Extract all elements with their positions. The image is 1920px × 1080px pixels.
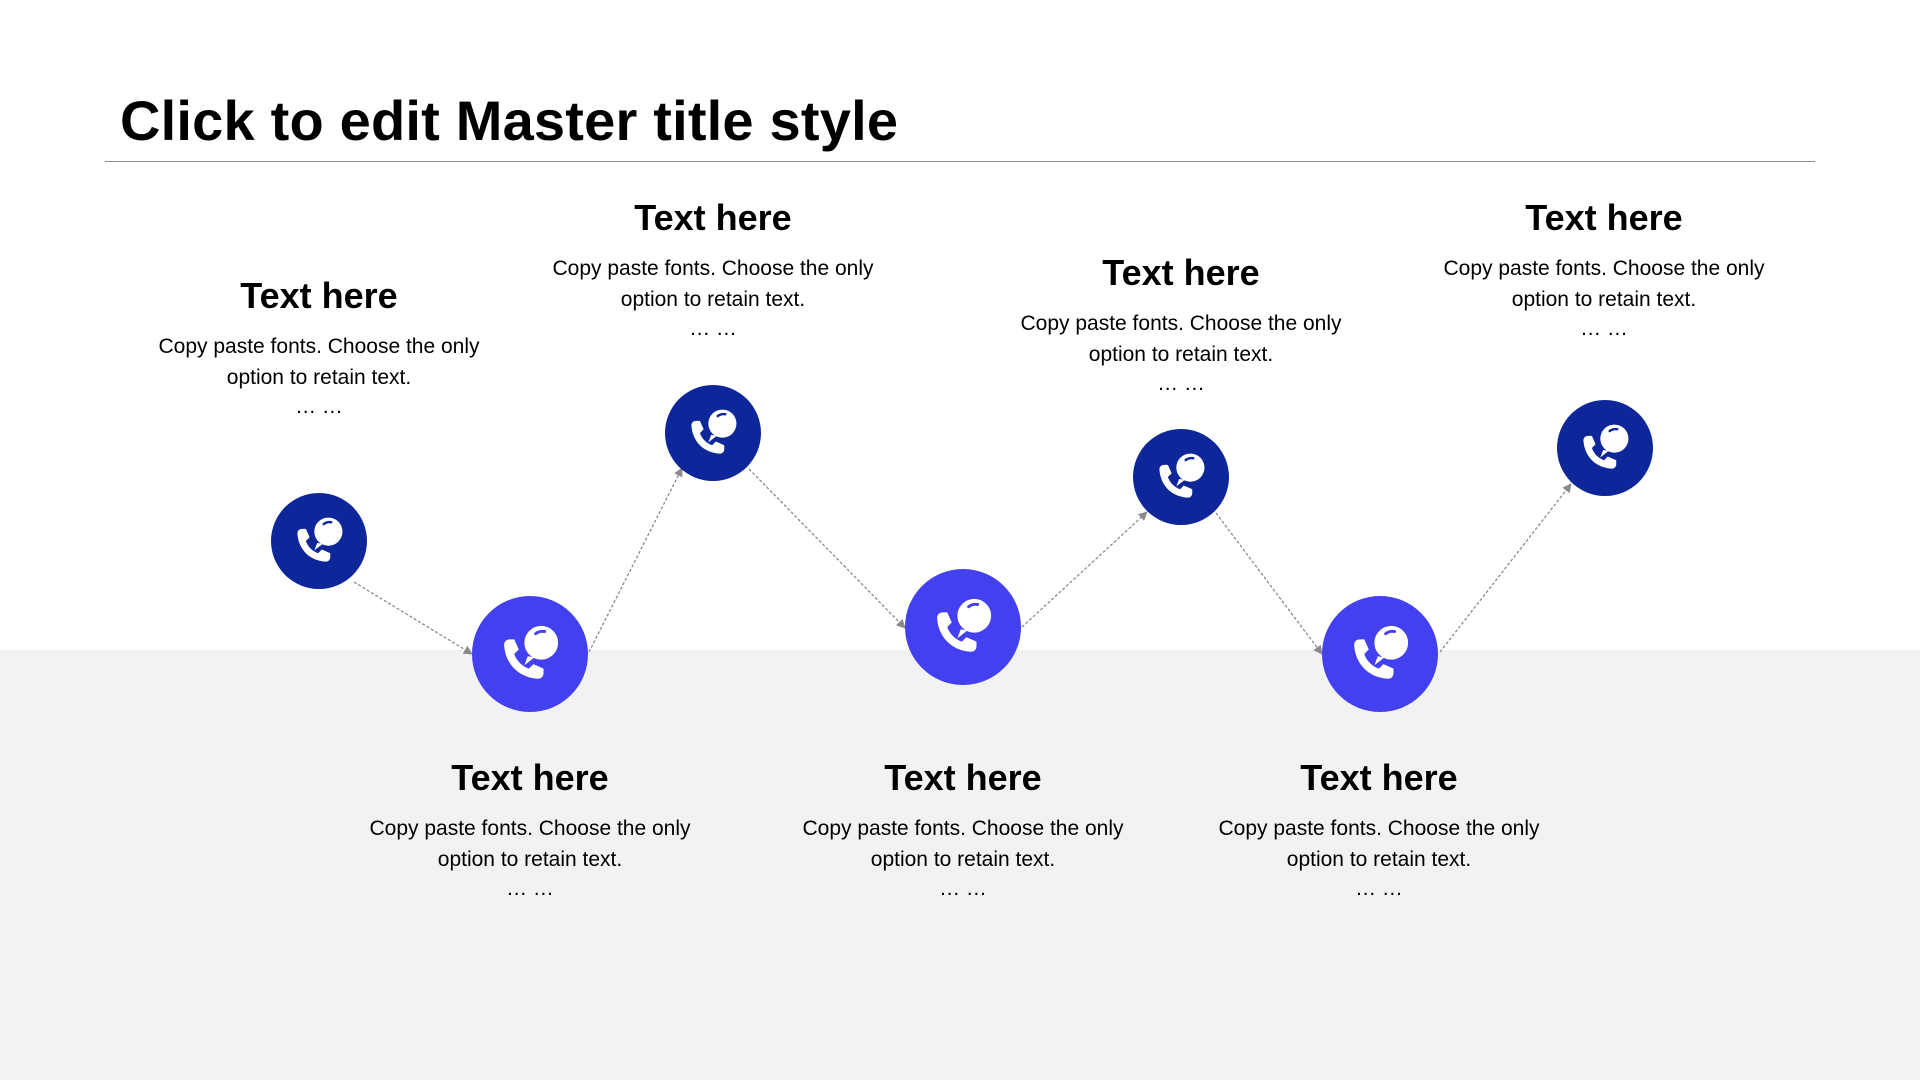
phone-chat-icon xyxy=(1583,424,1629,469)
background-band xyxy=(0,650,1920,1080)
step-description[interactable]: Copy paste fonts. Choose the only option… xyxy=(1443,257,1765,311)
phone-chat-icon xyxy=(1354,625,1409,679)
step-node-2[interactable] xyxy=(472,596,588,712)
step-text-3: Text here Copy paste fonts. Choose the o… xyxy=(513,197,913,341)
connector-4-5 xyxy=(1021,511,1148,628)
step-node-1[interactable] xyxy=(271,493,367,589)
step-text-4: Text here Copy paste fonts. Choose the o… xyxy=(763,757,1163,901)
step-node-5[interactable] xyxy=(1133,429,1229,525)
phone-chat-icon xyxy=(937,598,992,652)
step-description[interactable]: Copy paste fonts. Choose the only option… xyxy=(369,817,691,871)
step-description[interactable]: Copy paste fonts. Choose the only option… xyxy=(1218,817,1540,871)
step-ellipsis: … … xyxy=(506,877,554,900)
step-heading[interactable]: Text here xyxy=(1300,757,1458,798)
connector-2-3 xyxy=(588,467,683,653)
step-description[interactable]: Copy paste fonts. Choose the only option… xyxy=(158,335,480,389)
step-text-7: Text here Copy paste fonts. Choose the o… xyxy=(1404,197,1804,341)
step-node-7[interactable] xyxy=(1557,400,1653,496)
step-node-4[interactable] xyxy=(905,569,1021,685)
phone-chat-icon xyxy=(504,625,559,679)
step-heading[interactable]: Text here xyxy=(1102,252,1260,293)
step-ellipsis: … … xyxy=(1580,317,1628,340)
phone-chat-icon xyxy=(297,517,343,562)
phone-chat-icon xyxy=(1159,453,1205,498)
step-node-6[interactable] xyxy=(1322,596,1438,712)
step-heading[interactable]: Text here xyxy=(451,757,609,798)
step-text-6: Text here Copy paste fonts. Choose the o… xyxy=(1179,757,1579,901)
step-ellipsis: … … xyxy=(1355,877,1403,900)
connector-3-4 xyxy=(748,468,906,629)
connector-5-6 xyxy=(1215,512,1323,655)
step-heading[interactable]: Text here xyxy=(240,275,398,316)
connector-6-7 xyxy=(1439,483,1572,653)
step-heading[interactable]: Text here xyxy=(634,197,792,238)
step-heading[interactable]: Text here xyxy=(884,757,1042,798)
title-divider xyxy=(105,161,1815,162)
connector-1-2 xyxy=(353,581,473,655)
step-description[interactable]: Copy paste fonts. Choose the only option… xyxy=(552,257,874,311)
phone-chat-icon xyxy=(691,409,737,454)
step-ellipsis: … … xyxy=(939,877,987,900)
step-text-5: Text here Copy paste fonts. Choose the o… xyxy=(981,252,1381,396)
step-ellipsis: … … xyxy=(689,317,737,340)
step-node-3[interactable] xyxy=(665,385,761,481)
step-ellipsis: … … xyxy=(295,395,343,418)
step-heading[interactable]: Text here xyxy=(1525,197,1683,238)
step-text-1: Text here Copy paste fonts. Choose the o… xyxy=(119,275,519,419)
step-description[interactable]: Copy paste fonts. Choose the only option… xyxy=(1020,312,1342,366)
slide-title[interactable]: Click to edit Master title style xyxy=(120,89,899,152)
step-ellipsis: … … xyxy=(1157,372,1205,395)
step-text-2: Text here Copy paste fonts. Choose the o… xyxy=(330,757,730,901)
step-description[interactable]: Copy paste fonts. Choose the only option… xyxy=(802,817,1124,871)
